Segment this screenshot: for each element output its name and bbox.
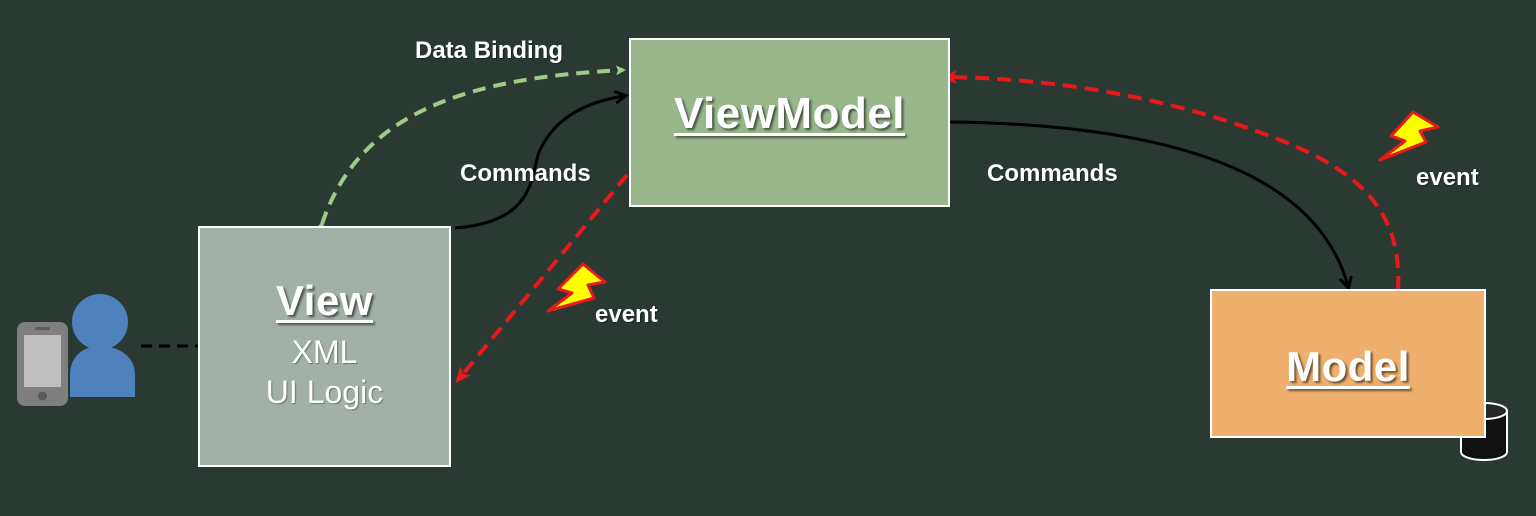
commands-arrow-viewmodel-to-model <box>949 120 1348 286</box>
event-label-viewmodel-to-view: event <box>595 301 658 328</box>
model-title: Model <box>1286 342 1410 390</box>
event-label-model-to-viewmodel: event <box>1416 164 1479 191</box>
view-node: View XML UI Logic <box>198 226 451 467</box>
commands-label-view-to-viewmodel: Commands <box>460 160 591 187</box>
view-line-ui-logic: UI Logic <box>265 373 384 410</box>
data-binding-label: Data Binding <box>415 37 563 64</box>
smartphone-icon <box>17 322 68 406</box>
event-arrow-model-to-viewmodel <box>941 70 1401 291</box>
lightning-icon <box>546 262 607 313</box>
data-binding-arrow <box>315 65 626 233</box>
viewmodel-node: ViewModel <box>629 38 950 207</box>
user-icon <box>70 294 135 397</box>
event-arrow-viewmodel-to-view <box>455 173 629 384</box>
commands-arrow-view-to-viewmodel <box>454 96 624 230</box>
viewmodel-title: ViewModel <box>673 88 906 138</box>
lightning-icon <box>1378 110 1440 162</box>
commands-label-viewmodel-to-model: Commands <box>987 160 1118 187</box>
view-line-xml: XML <box>291 333 358 370</box>
view-title: View <box>276 276 373 324</box>
model-node: Model <box>1210 289 1486 438</box>
